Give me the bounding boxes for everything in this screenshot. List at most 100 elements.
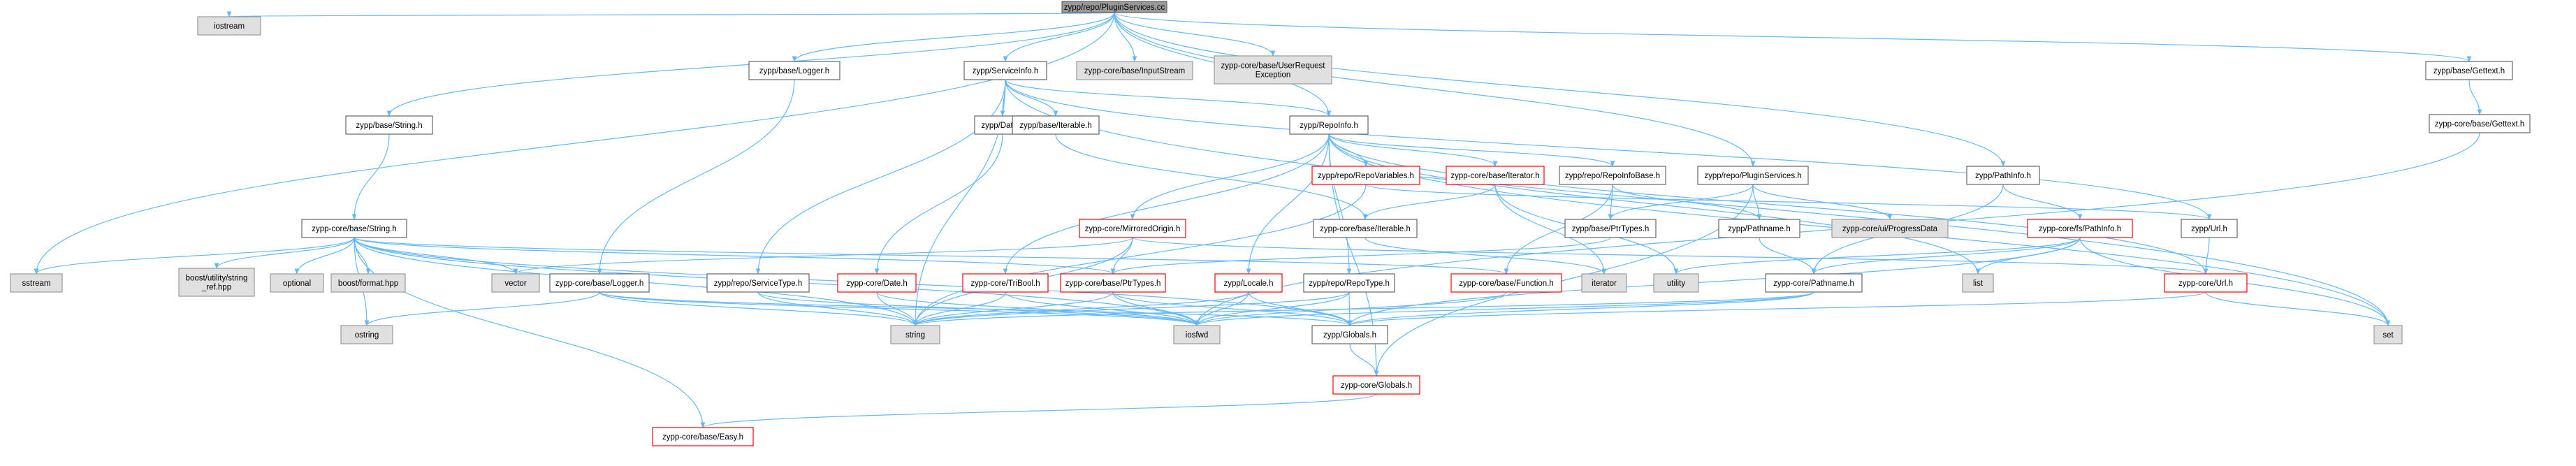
node-core_ptrtypes-label: zypp-core/base/PtrTypes.h [1065,279,1161,288]
node-base_ptrtypes[interactable]: zypp/base/PtrTypes.h [1564,219,1657,238]
node-servicetype[interactable]: zypp/repo/ServiceType.h [706,273,810,293]
node-progressdata: zypp-core/ui/ProgressData [1831,219,1949,238]
node-globals[interactable]: zypp/Globals.h [1311,325,1388,344]
edge-servicetype-to-iosfwd [757,291,1200,326]
node-repoinfo-label: zypp/RepoInfo.h [1300,122,1358,130]
edge-repoinfo-to-list [1328,133,1981,275]
node-tribool[interactable]: zypp-core/TriBool.h [962,273,1049,293]
node-core_ptrtypes[interactable]: zypp-core/base/PtrTypes.h [1060,273,1166,293]
node-iterator-box [1581,273,1627,293]
node-utility: utility [1653,273,1699,293]
edge-locale-to-string [912,291,1249,326]
node-serviceinfo[interactable]: zypp/ServiceInfo.h [963,61,1047,80]
node-locale[interactable]: zypp/Locale.h [1214,273,1283,293]
node-core_gettext[interactable]: zypp-core/base/Gettext.h [2429,114,2531,133]
node-base_logger-label: zypp/base/Logger.h [759,67,829,75]
node-base_gettext[interactable]: zypp/base/Gettext.h [2425,61,2513,80]
node-boost_ref-label: _ref.hpp [201,284,231,292]
edge-pluginservices_h-to-base_ptrtypes [1608,184,1754,220]
node-core_function-label: zypp-core/base/Function.h [1459,279,1554,288]
edge-core_logger-to-string [599,291,918,326]
node-inputstream-box [1076,61,1193,80]
edge-servicetype-to-string [757,291,918,326]
node-repoinfo[interactable]: zypp/RepoInfo.h [1289,115,1369,135]
edge-mirroredorigin-to-vector [513,237,1133,275]
node-vector: vector [491,273,540,293]
node-core_date[interactable]: zypp-core/Date.h [837,273,917,293]
node-base_iterable-label: zypp/base/Iterable.h [1019,122,1092,130]
node-base_iterable[interactable]: zypp/base/Iterable.h [1012,115,1100,135]
node-boost_ref-box [178,268,255,297]
edge-core_iterator-to-iterator [1494,184,1607,275]
edge-core_iterable-to-iterator [1365,237,1607,275]
edge-root-to-pathinfo [1114,12,2006,167]
nodes-layer: zypp/repo/PluginServices.cc iostream zypp/… [10,1,2531,446]
node-list-box [1962,273,1994,293]
node-core_string[interactable]: zypp-core/base/String.h [301,219,407,238]
node-boost_ref-label: boost/utility/string [186,275,248,283]
node-repotype-label: zypp/repo/RepoType.h [1309,279,1390,288]
node-mirroredorigin[interactable]: zypp-core/MirroredOrigin.h [1079,219,1186,238]
edge-repoinfo-to-mirroredorigin [1130,133,1330,220]
node-core_iterable[interactable]: zypp-core/base/Iterable.h [1313,219,1418,238]
node-core_iterator[interactable]: zypp-core/base/Iterator.h [1446,166,1545,185]
node-core_easy[interactable]: zypp-core/base/Easy.h [652,427,754,446]
node-core_easy-label: zypp-core/base/Easy.h [662,433,743,442]
node-repotype[interactable]: zypp/repo/RepoType.h [1303,273,1395,293]
edge-repoinfo-to-tribool [1003,133,1330,275]
node-userreq-label: Exception [1256,71,1291,80]
node-core_url-label: zypp-core/Url.h [2178,279,2233,288]
node-core_globals[interactable]: zypp-core/Globals.h [1332,375,1420,395]
node-core_function[interactable]: zypp-core/base/Function.h [1450,273,1562,293]
edge-locale-to-globals [1248,291,1353,326]
node-set-label: set [2382,331,2394,340]
edge-repotype-to-iosfwd [1194,291,1350,326]
edge-repoinfo-to-core_url [1328,133,2208,275]
node-root[interactable]: zypp/repo/PluginServices.cc [1061,1,1167,13]
node-base_string[interactable]: zypp/base/String.h [345,115,433,135]
node-fs_pathinfo[interactable]: zypp-core/fs/PathInfo.h [2027,219,2133,238]
node-core_pathname-box [1765,273,1863,293]
node-progressdata-box [1831,219,1949,238]
node-pathinfo[interactable]: zypp/PathInfo.h [1966,166,2040,185]
node-iostream: iostream [197,16,261,36]
node-pluginservices_h[interactable]: zypp/repo/PluginServices.h [1697,166,1809,185]
edge-core_globals-to-core_easy [700,393,1377,428]
edge-core_string-to-boost_ref [214,237,355,269]
edge-repoinfo-to-core_iterator [1328,133,1498,167]
node-set-box [2373,325,2403,344]
edge-core_url-to-set [2205,291,2391,326]
node-base_string-label: zypp/base/String.h [356,122,422,130]
node-base_logger[interactable]: zypp/base/Logger.h [748,61,841,80]
node-base_string-box [345,115,433,135]
edge-root-to-pluginservices_h [1114,12,1756,167]
node-base_gettext-label: zypp/base/Gettext.h [2433,67,2505,75]
node-servicetype-label: zypp/repo/ServiceType.h [714,279,803,288]
node-pluginservices_h-label: zypp/repo/PluginServices.h [1704,172,1801,180]
node-core_date-box [837,273,917,293]
edge-serviceinfo-to-url [1005,79,2212,220]
edge-repoinfo-to-repotype [1328,133,1352,275]
node-repovariables[interactable]: zypp/repo/RepoVariables.h [1311,166,1420,185]
node-string-box [890,325,940,344]
node-core_url[interactable]: zypp-core/Url.h [2164,273,2248,293]
node-pathname[interactable]: zypp/Pathname.h [1718,219,1800,238]
edge-url-to-core_url [2203,237,2210,275]
node-iostream-box [197,16,261,36]
node-core_logger[interactable]: zypp-core/base/Logger.h [549,273,650,293]
node-pathname-label: zypp/Pathname.h [1728,225,1791,233]
edge-globals-to-core_globals [1349,343,1379,377]
node-url[interactable]: zypp/Url.h [2181,219,2238,238]
edge-repoinfo-to-locale [1246,133,1330,275]
edge-core_pathname-to-string [913,291,1814,326]
node-repoinfobase[interactable]: zypp/repo/RepoInfoBase.h [1559,166,1666,185]
edge-root-to-iostream [228,10,1115,17]
node-list: list [1962,273,1994,293]
node-pathinfo-label: zypp/PathInfo.h [1975,172,2031,180]
edge-core_ptrtypes-to-string [912,291,1114,326]
edge-root-to-inputstream [1114,12,1137,62]
node-base_ptrtypes-label: zypp/base/PtrTypes.h [1572,225,1650,233]
node-core_pathname[interactable]: zypp-core/Pathname.h [1765,273,1863,293]
edge-repoinfobase-to-pathname [1612,184,1762,220]
